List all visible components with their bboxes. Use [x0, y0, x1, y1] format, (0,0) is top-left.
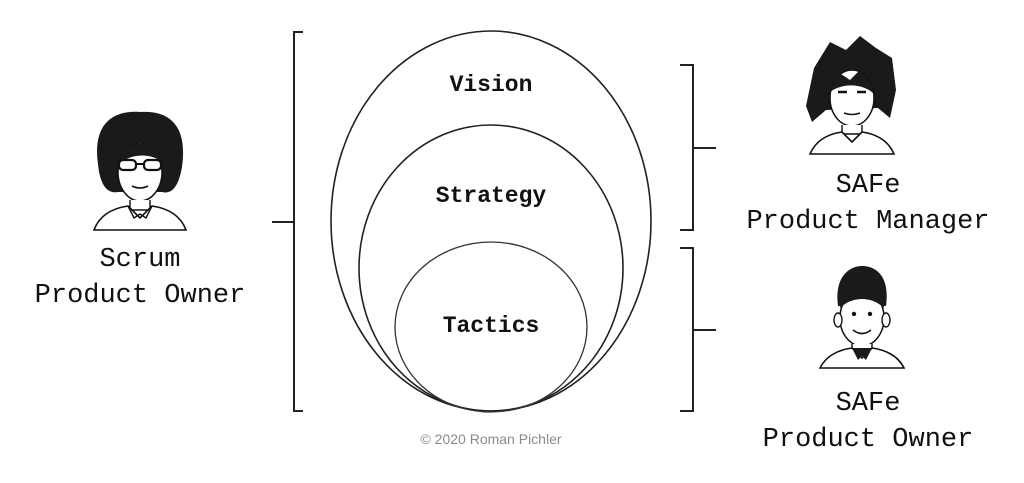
tactics-ellipse [394, 241, 588, 413]
safe-product-manager-label: SAFe Product Manager [722, 168, 1014, 240]
man-portrait-icon [818, 266, 906, 369]
scrum-role-line2: Product Owner [34, 281, 246, 311]
woman-short-hair-portrait-icon [806, 36, 896, 155]
scrum-product-owner-label: Scrum Product Owner [0, 242, 280, 314]
safe-product-owner-label: SAFe Product Owner [736, 386, 1000, 458]
strategy-ellipse [358, 124, 624, 412]
safe-pm-role-line1: SAFe [835, 171, 901, 201]
safe-pm-bracket [680, 64, 716, 231]
woman-with-glasses-portrait-icon [92, 111, 188, 231]
vision-label: Vision [450, 72, 533, 98]
safe-po-role-line2: Product Owner [762, 425, 974, 455]
strategy-label: Strategy [436, 183, 547, 209]
safe-po-role-line1: SAFe [835, 389, 901, 419]
copyright-notice: © 2020 Roman Pichler [420, 431, 561, 447]
tactics-label: Tactics [443, 313, 540, 339]
scrum-role-line1: Scrum [99, 245, 181, 275]
scrum-bracket [272, 31, 303, 412]
safe-po-bracket [680, 247, 716, 412]
safe-pm-role-line2: Product Manager [746, 207, 990, 237]
